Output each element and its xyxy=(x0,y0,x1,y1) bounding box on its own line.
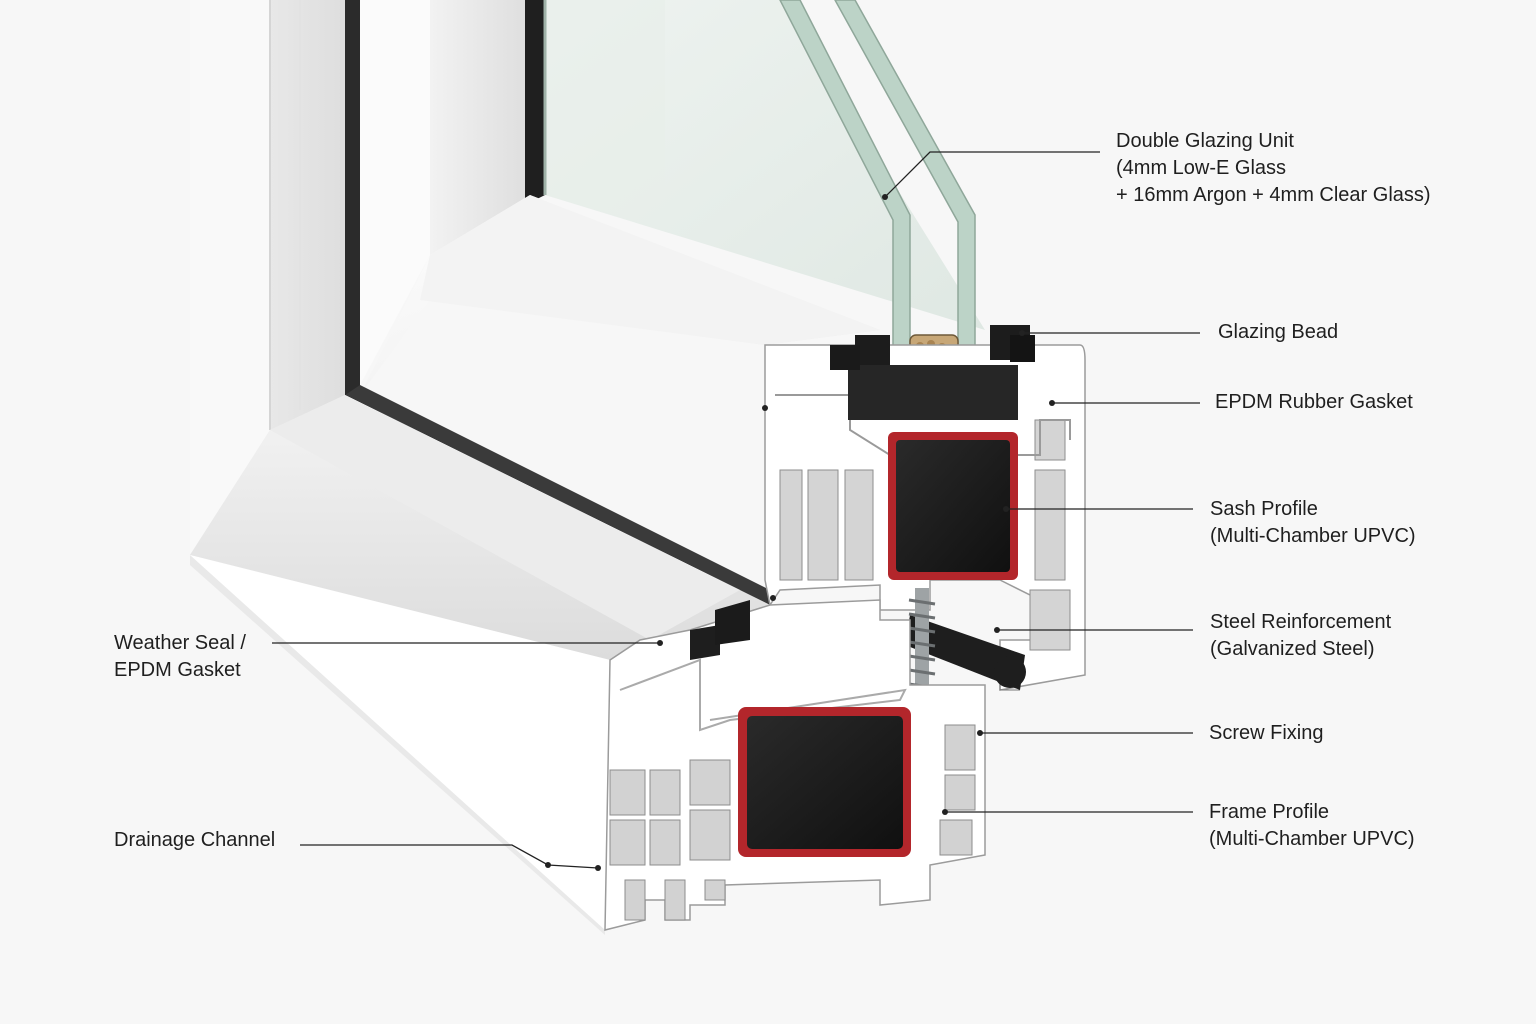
label-line: Steel Reinforcement xyxy=(1210,611,1392,633)
label-line: Drainage Channel xyxy=(114,829,276,851)
label-line: + 16mm Argon + 4mm Clear Glass) xyxy=(1116,184,1431,206)
label-line: (4mm Low-E Glass xyxy=(1116,157,1287,179)
label-line: EPDM Rubber Gasket xyxy=(1215,391,1413,413)
frame-horizontal-top-face xyxy=(190,395,770,660)
label-line: (Galvanized Steel) xyxy=(1210,638,1375,660)
label-weather-seal: Weather Seal / EPDM Gasket xyxy=(114,630,246,684)
label-double-glazing-unit: Double Glazing Unit (4mm Low-E Glass + 1… xyxy=(1116,128,1431,209)
label-line: Sash Profile xyxy=(1210,498,1318,520)
sash-vertical xyxy=(345,0,545,395)
label-line: Glazing Bead xyxy=(1218,321,1339,343)
frame-front-long-face xyxy=(190,555,610,935)
label-frame-profile: Frame Profile (Multi-Chamber UPVC) xyxy=(1209,799,1415,853)
label-drainage-channel: Drainage Channel xyxy=(114,827,275,854)
outer-frame-vertical xyxy=(190,0,345,555)
label-steel-reinforcement: Steel Reinforcement (Galvanized Steel) xyxy=(1210,609,1391,663)
label-line: EPDM Gasket xyxy=(114,659,241,681)
label-line: Weather Seal / xyxy=(114,632,246,654)
label-screw-fixing: Screw Fixing xyxy=(1209,720,1323,747)
label-line: Double Glazing Unit xyxy=(1116,130,1294,152)
label-line: Frame Profile xyxy=(1209,801,1330,823)
label-line: Screw Fixing xyxy=(1209,722,1324,744)
leader-lines xyxy=(272,151,1200,869)
sash-profile-cross-section xyxy=(764,325,1086,691)
label-glazing-bead: Glazing Bead xyxy=(1218,319,1338,346)
sash-lower-gasket-strip xyxy=(905,615,1026,690)
label-line: (Multi-Chamber UPVC) xyxy=(1209,828,1415,850)
leader-glazing-unit xyxy=(884,151,1100,198)
label-line: (Multi-Chamber UPVC) xyxy=(1210,525,1416,547)
sash-horizontal-top-face xyxy=(345,195,880,605)
glass-pane xyxy=(543,0,985,330)
label-sash-profile: Sash Profile (Multi-Chamber UPVC) xyxy=(1210,496,1416,550)
label-epdm-rubber-gasket: EPDM Rubber Gasket xyxy=(1215,389,1413,416)
leader-drainage-channel xyxy=(300,844,599,869)
leader-dots xyxy=(545,194,1055,871)
frame-profile-cross-section xyxy=(604,599,986,931)
